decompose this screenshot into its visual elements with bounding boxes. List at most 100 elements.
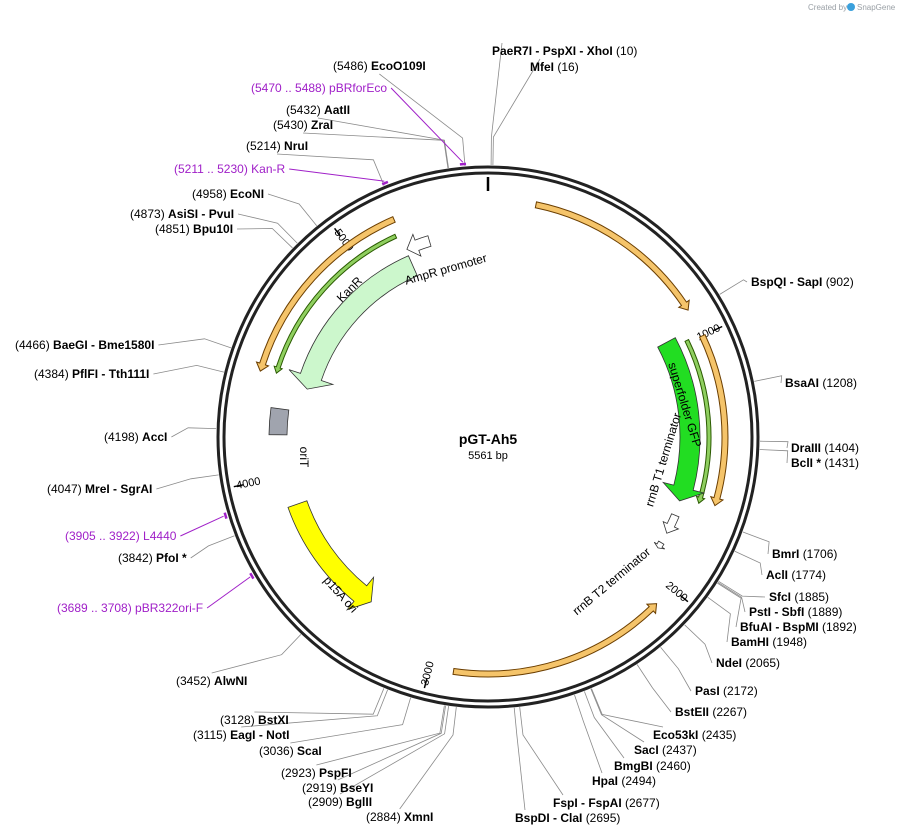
restriction-site-label: (5430) ZraI	[273, 118, 333, 132]
restriction-site-label: (4384) PflFI - Tth111I	[34, 367, 149, 381]
leader-line	[236, 228, 293, 249]
leader-line	[513, 707, 526, 811]
feature-label: oriT	[297, 447, 311, 468]
leader-line	[574, 694, 603, 774]
site-labels: PaeR7I - PspXI - XhoI (10)MfeI (16)(5486…	[15, 44, 859, 825]
primer-leader-lines	[180, 87, 464, 609]
restriction-site-label: NdeI (2065)	[716, 656, 780, 670]
restriction-site-label: BmgBI (2460)	[614, 759, 691, 773]
leader-line	[707, 596, 731, 643]
restriction-site-label: PaeR7I - PspXI - XhoI (10)	[492, 44, 637, 58]
leader-line	[316, 705, 445, 766]
restriction-site-label: BsaAI (1208)	[785, 376, 857, 390]
leader-line	[238, 213, 298, 244]
backbone-outer	[216, 165, 760, 709]
leader-line	[590, 688, 645, 743]
primer-leader-line	[180, 515, 224, 537]
leader-line	[267, 193, 318, 226]
backbone-inner	[222, 171, 754, 703]
leader-line	[379, 73, 466, 167]
restriction-site-label: (3036) ScaI	[259, 744, 322, 758]
primer-mark	[223, 512, 228, 519]
restriction-site-label: BmrI (1706)	[772, 547, 837, 561]
restriction-site-label: AclI (1774)	[766, 568, 826, 582]
tick-mark	[233, 483, 244, 488]
orf-arrow	[452, 603, 658, 678]
orf-layer	[255, 201, 729, 678]
plasmid-length: 5561 bp	[468, 450, 508, 462]
feature-label: AmpR promoter	[403, 251, 488, 288]
orf-arrow	[684, 338, 712, 505]
restriction-site-label: (5432) AatII	[286, 103, 350, 117]
restriction-site-label: (3128) BstXI	[220, 713, 289, 727]
restriction-site-label: (2923) PspFI	[281, 766, 352, 780]
restriction-site-label: PstI - SbfI (1889)	[749, 605, 842, 619]
credit-text: Created by	[808, 3, 847, 12]
restriction-site-label: (5486) EcoO109I	[333, 59, 426, 73]
restriction-site-label: (4873) AsiSI - PvuI	[130, 207, 234, 221]
leader-line	[158, 338, 232, 349]
primer-mark	[381, 180, 389, 186]
leader-line	[171, 427, 217, 438]
leader-line	[759, 449, 789, 464]
leader-line	[302, 132, 449, 169]
restriction-site-label: Eco53kI (2435)	[653, 728, 736, 742]
leader-line	[519, 707, 564, 796]
leader-line	[190, 535, 235, 559]
restriction-site-label: PasI (2172)	[695, 684, 758, 698]
restriction-site-label: (3842) PfoI *	[118, 551, 187, 565]
feature-label: rrnB T2 terminator	[570, 545, 653, 618]
leader-line	[290, 697, 411, 744]
primer-leader-line	[390, 87, 464, 163]
restriction-site-label: (4958) EcoNI	[192, 187, 264, 201]
leader-line	[241, 689, 388, 728]
leader-line	[337, 705, 446, 781]
leader-line	[717, 581, 746, 613]
leader-line	[317, 117, 449, 168]
restriction-site-label: FspI - FspAI (2677)	[553, 796, 660, 810]
leader-line	[254, 688, 385, 715]
tick-mark	[423, 678, 428, 689]
leader-line	[584, 691, 625, 759]
orf-arrow	[273, 233, 398, 375]
leader-lines	[153, 42, 789, 811]
leader-line	[591, 688, 664, 728]
restriction-site-label: (3452) AlwNI	[176, 674, 247, 688]
leader-line	[156, 474, 219, 490]
restriction-site-label: SacI (2437)	[634, 743, 697, 757]
primer-label: (5470 .. 5488) pBRforEco	[251, 81, 387, 95]
leader-line	[660, 646, 692, 692]
restriction-site-label: HpaI (2494)	[592, 774, 656, 788]
primer-label: (5211 .. 5230) Kan-R	[174, 162, 286, 176]
tick-mark	[333, 227, 342, 237]
plasmid-name: pGT-Ah5	[459, 431, 518, 447]
feature-ampr-promoter	[406, 233, 432, 257]
restriction-site-label: (4047) MreI - SgrAI	[47, 482, 152, 496]
restriction-site-label: BamHI (1948)	[731, 635, 807, 649]
restriction-site-label: (4851) Bpu10I	[155, 222, 233, 236]
restriction-site-label: (2884) XmnI	[366, 810, 433, 824]
feature-rrnb-t1-terminator	[662, 513, 680, 534]
restriction-site-label: (4466) BaeGI - Bme1580I	[15, 338, 154, 352]
restriction-site-label: BfuAI - BspMI (1892)	[740, 620, 857, 634]
feature-orit	[268, 407, 290, 436]
restriction-site-label: BspDI - ClaI (2695)	[515, 811, 620, 825]
leader-line	[759, 440, 789, 449]
primer-marks	[223, 162, 467, 580]
leader-line	[339, 706, 449, 795]
orf-arrow	[698, 333, 729, 507]
primer-mark	[459, 162, 467, 166]
primer-leader-line	[206, 576, 251, 609]
orf-arrow	[255, 216, 396, 372]
tick-label: 1000	[695, 322, 722, 343]
tick-label: 4000	[235, 475, 261, 491]
leader-line	[211, 634, 302, 674]
tick-mark	[712, 325, 723, 332]
leader-line	[754, 375, 783, 384]
snapgene-logo-icon	[847, 3, 855, 11]
leader-line	[276, 153, 385, 186]
primer-leader-line	[289, 168, 385, 182]
restriction-site-label: (4198) AccI	[104, 430, 167, 444]
leader-line	[684, 624, 713, 664]
leader-line	[153, 364, 224, 375]
